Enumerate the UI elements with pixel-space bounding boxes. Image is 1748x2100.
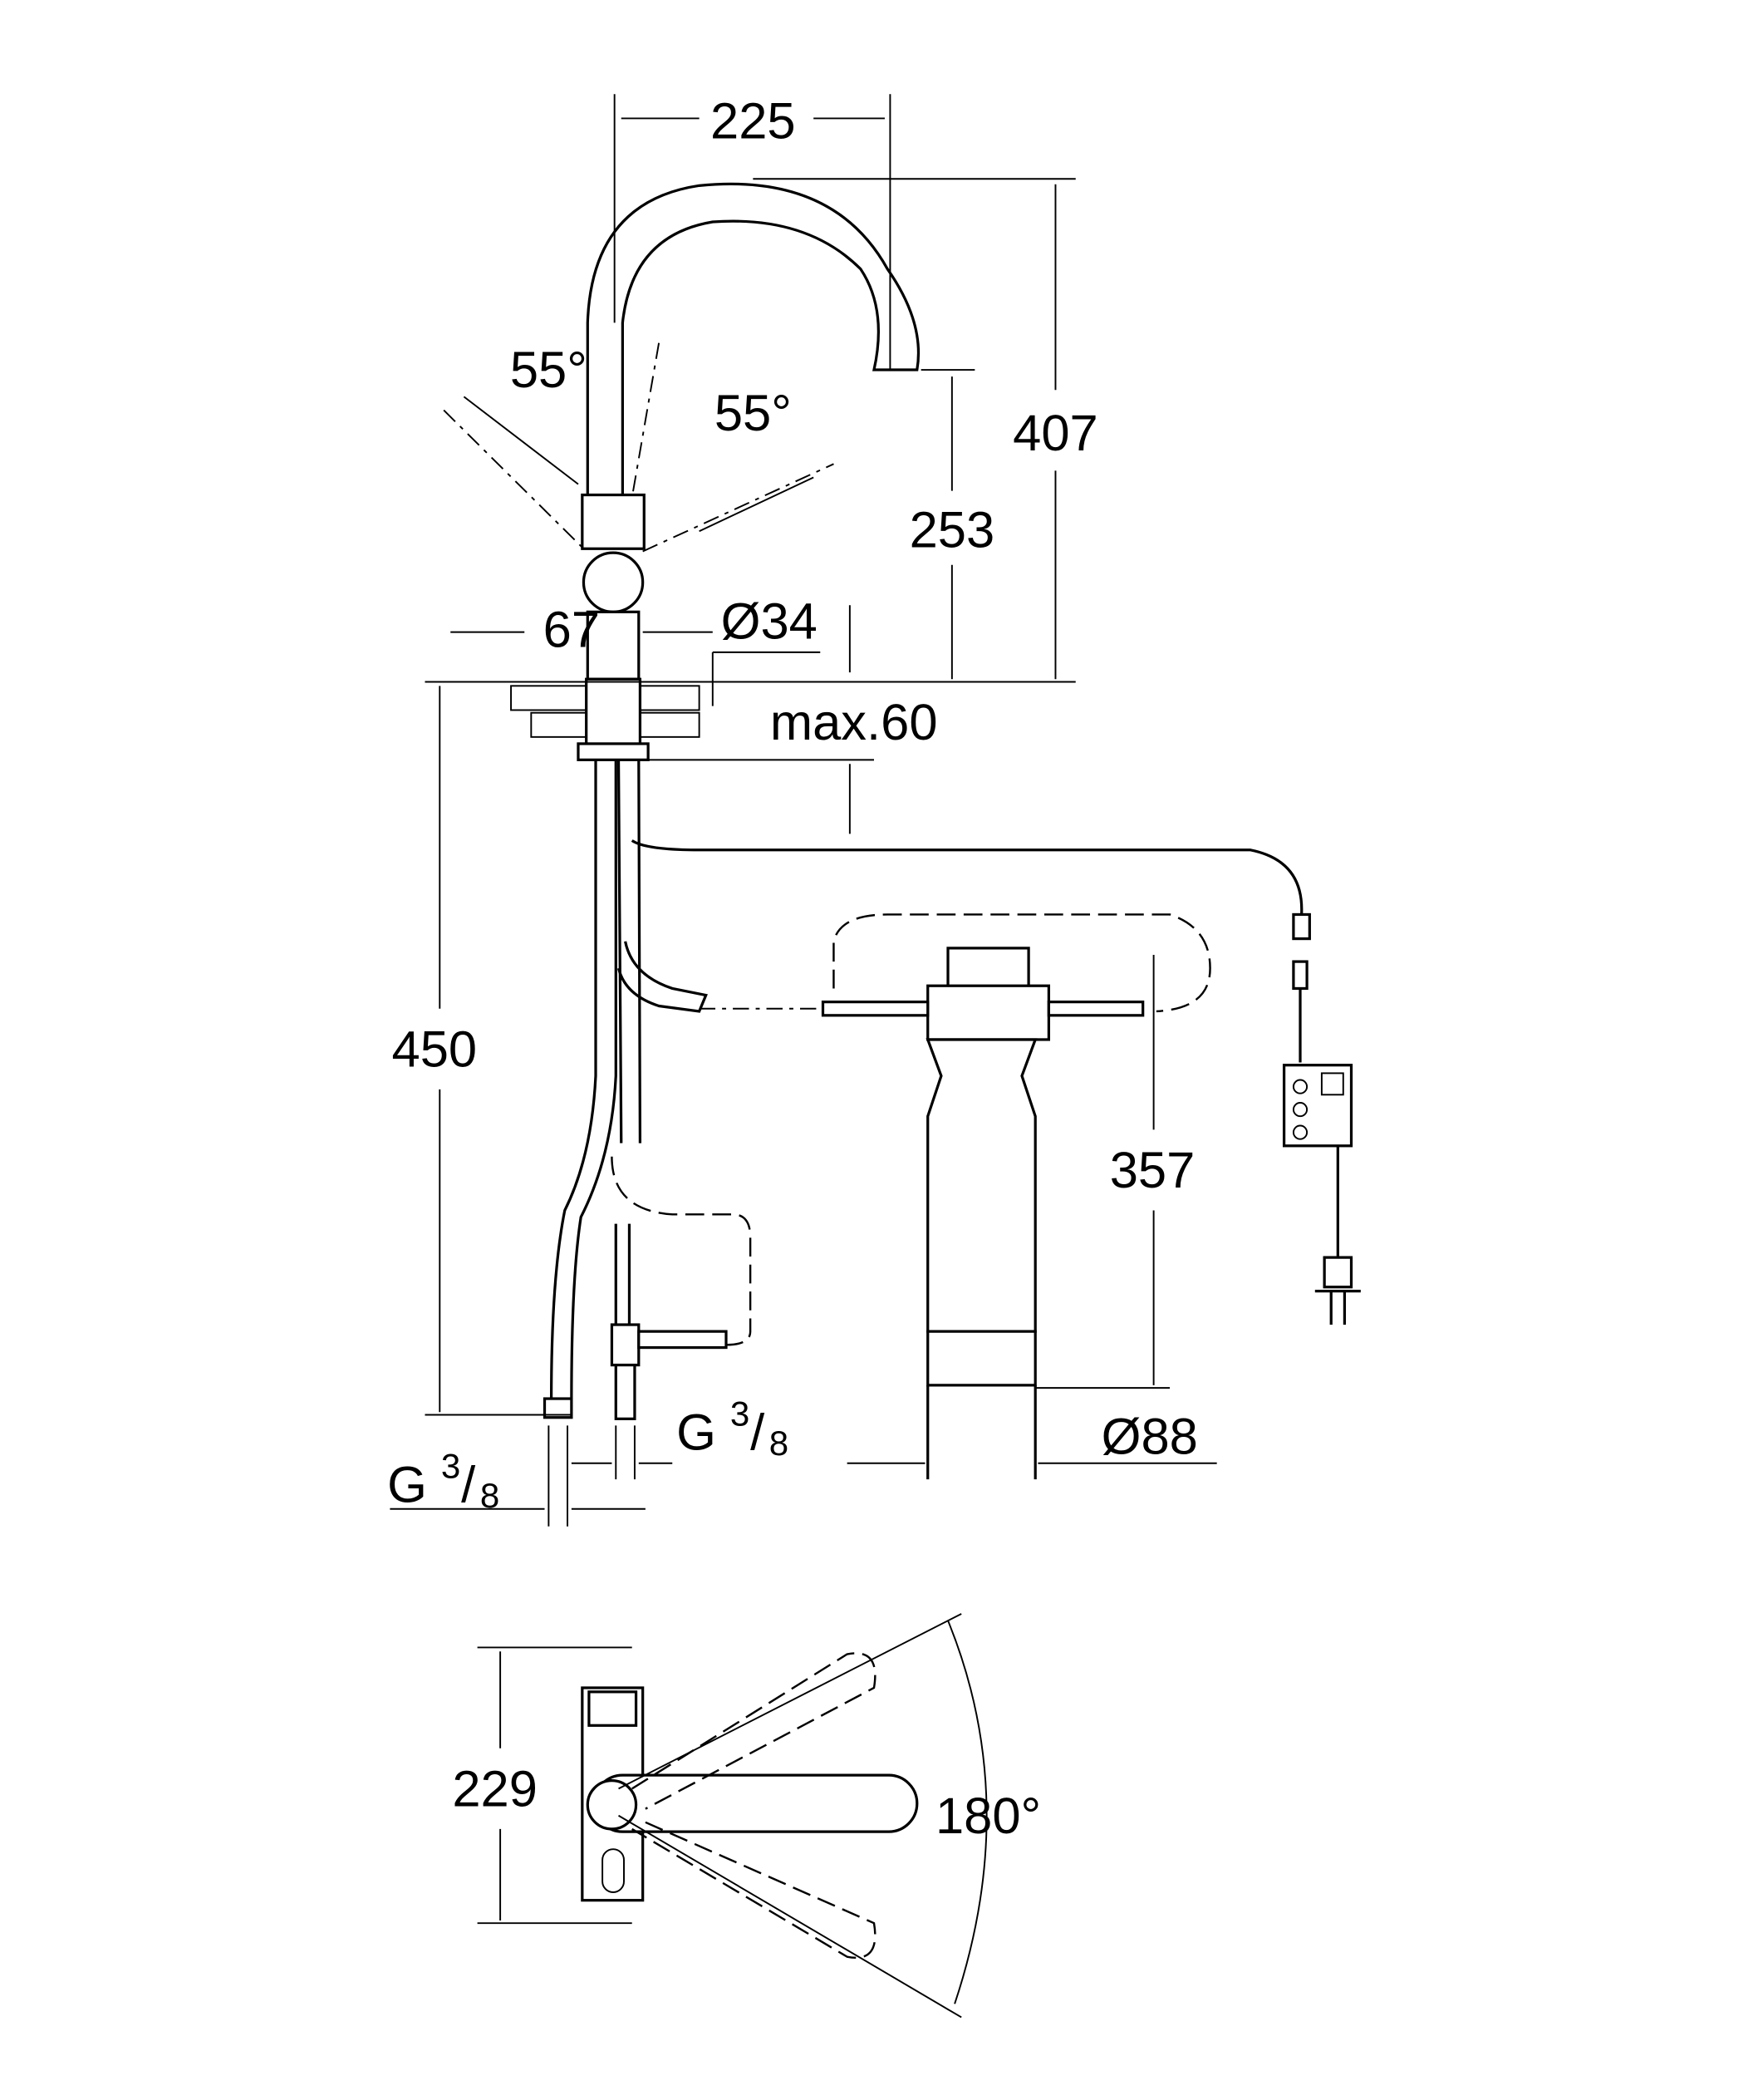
- thread-slash: /: [750, 1404, 765, 1462]
- thread-den: 8: [769, 1424, 788, 1463]
- lever-angle-right-label: 55°: [714, 385, 792, 442]
- thread-den: 8: [480, 1476, 499, 1515]
- thread-slash: /: [461, 1457, 476, 1514]
- connection-right-label: G 3 / 8: [676, 1394, 788, 1463]
- thread-num: 3: [730, 1394, 749, 1433]
- connection-left-label: G 3 / 8: [387, 1447, 499, 1516]
- faucet-side-view: [443, 182, 921, 761]
- spout-height-label: 253: [910, 502, 995, 559]
- faucet-top-view: [477, 1613, 988, 2019]
- filter-diameter-label: Ø88: [1102, 1408, 1198, 1465]
- swivel-angle-label: 180°: [935, 1788, 1041, 1845]
- total-height-label: 407: [1013, 405, 1098, 462]
- hoses: [543, 760, 1311, 1420]
- lever-angle-left-label: 55°: [510, 342, 587, 399]
- control-unit: [1282, 1064, 1361, 1325]
- lever-offset-label: 67: [543, 601, 600, 658]
- thread-g: G: [676, 1404, 716, 1462]
- filter-height-label: 357: [1110, 1142, 1196, 1199]
- water-filter: [821, 913, 1211, 1480]
- hose-length-label: 450: [392, 1020, 478, 1078]
- dimension-lines: [390, 94, 1217, 1527]
- thread-num: 3: [441, 1447, 460, 1486]
- base-diameter-label: Ø34: [721, 593, 818, 651]
- max-deck-thickness-label: max.60: [770, 694, 938, 751]
- spout-reach-label: 225: [710, 93, 796, 150]
- thread-g: G: [387, 1457, 427, 1514]
- top-view-length-label: 229: [452, 1760, 538, 1817]
